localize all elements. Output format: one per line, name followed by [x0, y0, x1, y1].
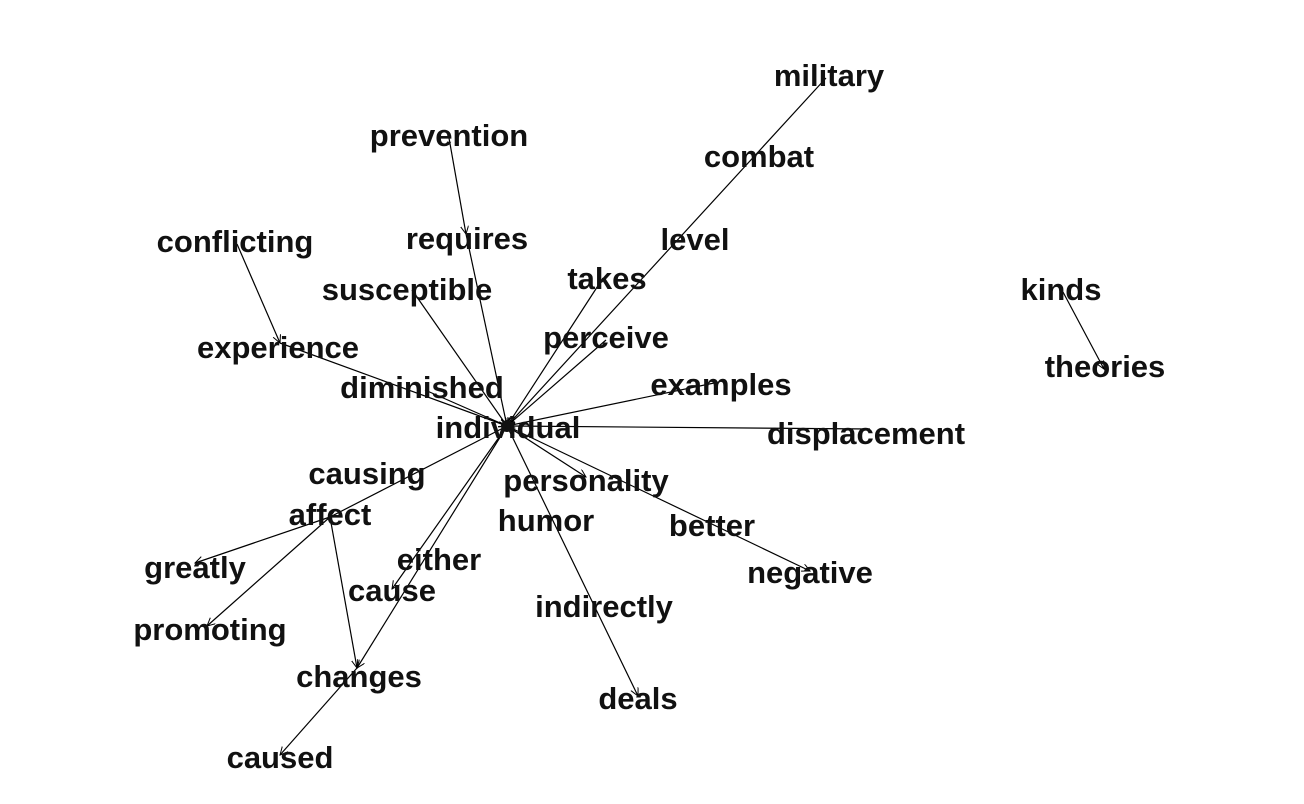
edge-diminished-to-individual — [424, 389, 507, 426]
edge-individual-to-personality — [506, 425, 586, 477]
node-label-deals: deals — [598, 681, 677, 716]
edge-takes-to-individual — [507, 277, 604, 426]
node-label-prevention: prevention — [370, 118, 528, 153]
node-label-negative: negative — [747, 555, 873, 590]
edge-perceive-to-individual — [507, 339, 607, 426]
edge-prevention-to-requires — [448, 137, 466, 234]
edge-changes-to-caused — [280, 667, 358, 755]
node-label-theories: theories — [1045, 349, 1166, 384]
edge-individual-to-affect — [330, 425, 508, 518]
node-label-cause: cause — [348, 573, 436, 608]
node-label-changes: changes — [296, 659, 422, 694]
node-label-causing: causing — [308, 456, 425, 491]
edge-displacement-to-individual — [507, 426, 871, 429]
node-label-indirectly: indirectly — [535, 589, 674, 624]
node-label-better: better — [669, 508, 755, 543]
edge-susceptible-to-individual — [411, 289, 507, 426]
node-label-military: military — [774, 58, 885, 93]
node-label-greatly: greatly — [144, 550, 246, 585]
edge-experience-to-individual — [279, 342, 507, 426]
node-label-conflicting: conflicting — [157, 224, 314, 259]
edge-individual-to-negative — [506, 425, 810, 571]
edge-individual-to-deals — [506, 425, 638, 696]
node-label-caused: caused — [227, 740, 334, 775]
node-label-promoting: promoting — [133, 612, 286, 647]
node-label-humor: humor — [498, 503, 594, 538]
node-label-affect: affect — [289, 497, 372, 532]
edge-military-to-individual — [507, 77, 827, 426]
node-label-combat: combat — [704, 139, 814, 174]
edge-conflicting-to-experience — [236, 243, 280, 343]
node-label-personality: personality — [503, 463, 669, 498]
node-label-either: either — [397, 542, 481, 577]
node-label-kinds: kinds — [1021, 272, 1102, 307]
node-label-perceive: perceive — [543, 320, 669, 355]
node-label-displacement: displacement — [767, 416, 965, 451]
node-label-examples: examples — [650, 367, 791, 402]
edge-examples-to-individual — [507, 381, 720, 426]
edge-affect-to-greatly — [195, 516, 331, 563]
edge-affect-to-changes — [329, 516, 357, 668]
edge-affect-to-promoting — [207, 516, 331, 626]
edge-kinds-to-theories — [1062, 291, 1105, 369]
edge-individual-to-cause — [392, 425, 508, 589]
node-label-susceptible: susceptible — [322, 272, 493, 307]
node-label-requires: requires — [406, 221, 528, 256]
node-label-takes: takes — [567, 261, 646, 296]
node-label-experience: experience — [197, 330, 359, 365]
node-label-level: level — [661, 222, 730, 257]
edge-layer — [195, 77, 1105, 755]
edge-individual-to-changes — [357, 425, 508, 668]
edge-requires-to-individual — [465, 233, 507, 426]
hub-node-marker — [501, 420, 513, 432]
node-label-individual: individual — [436, 410, 581, 445]
node-label-diminished: diminished — [340, 370, 504, 405]
label-layer: military prevention combat conflicting requi… — [133, 58, 1165, 775]
